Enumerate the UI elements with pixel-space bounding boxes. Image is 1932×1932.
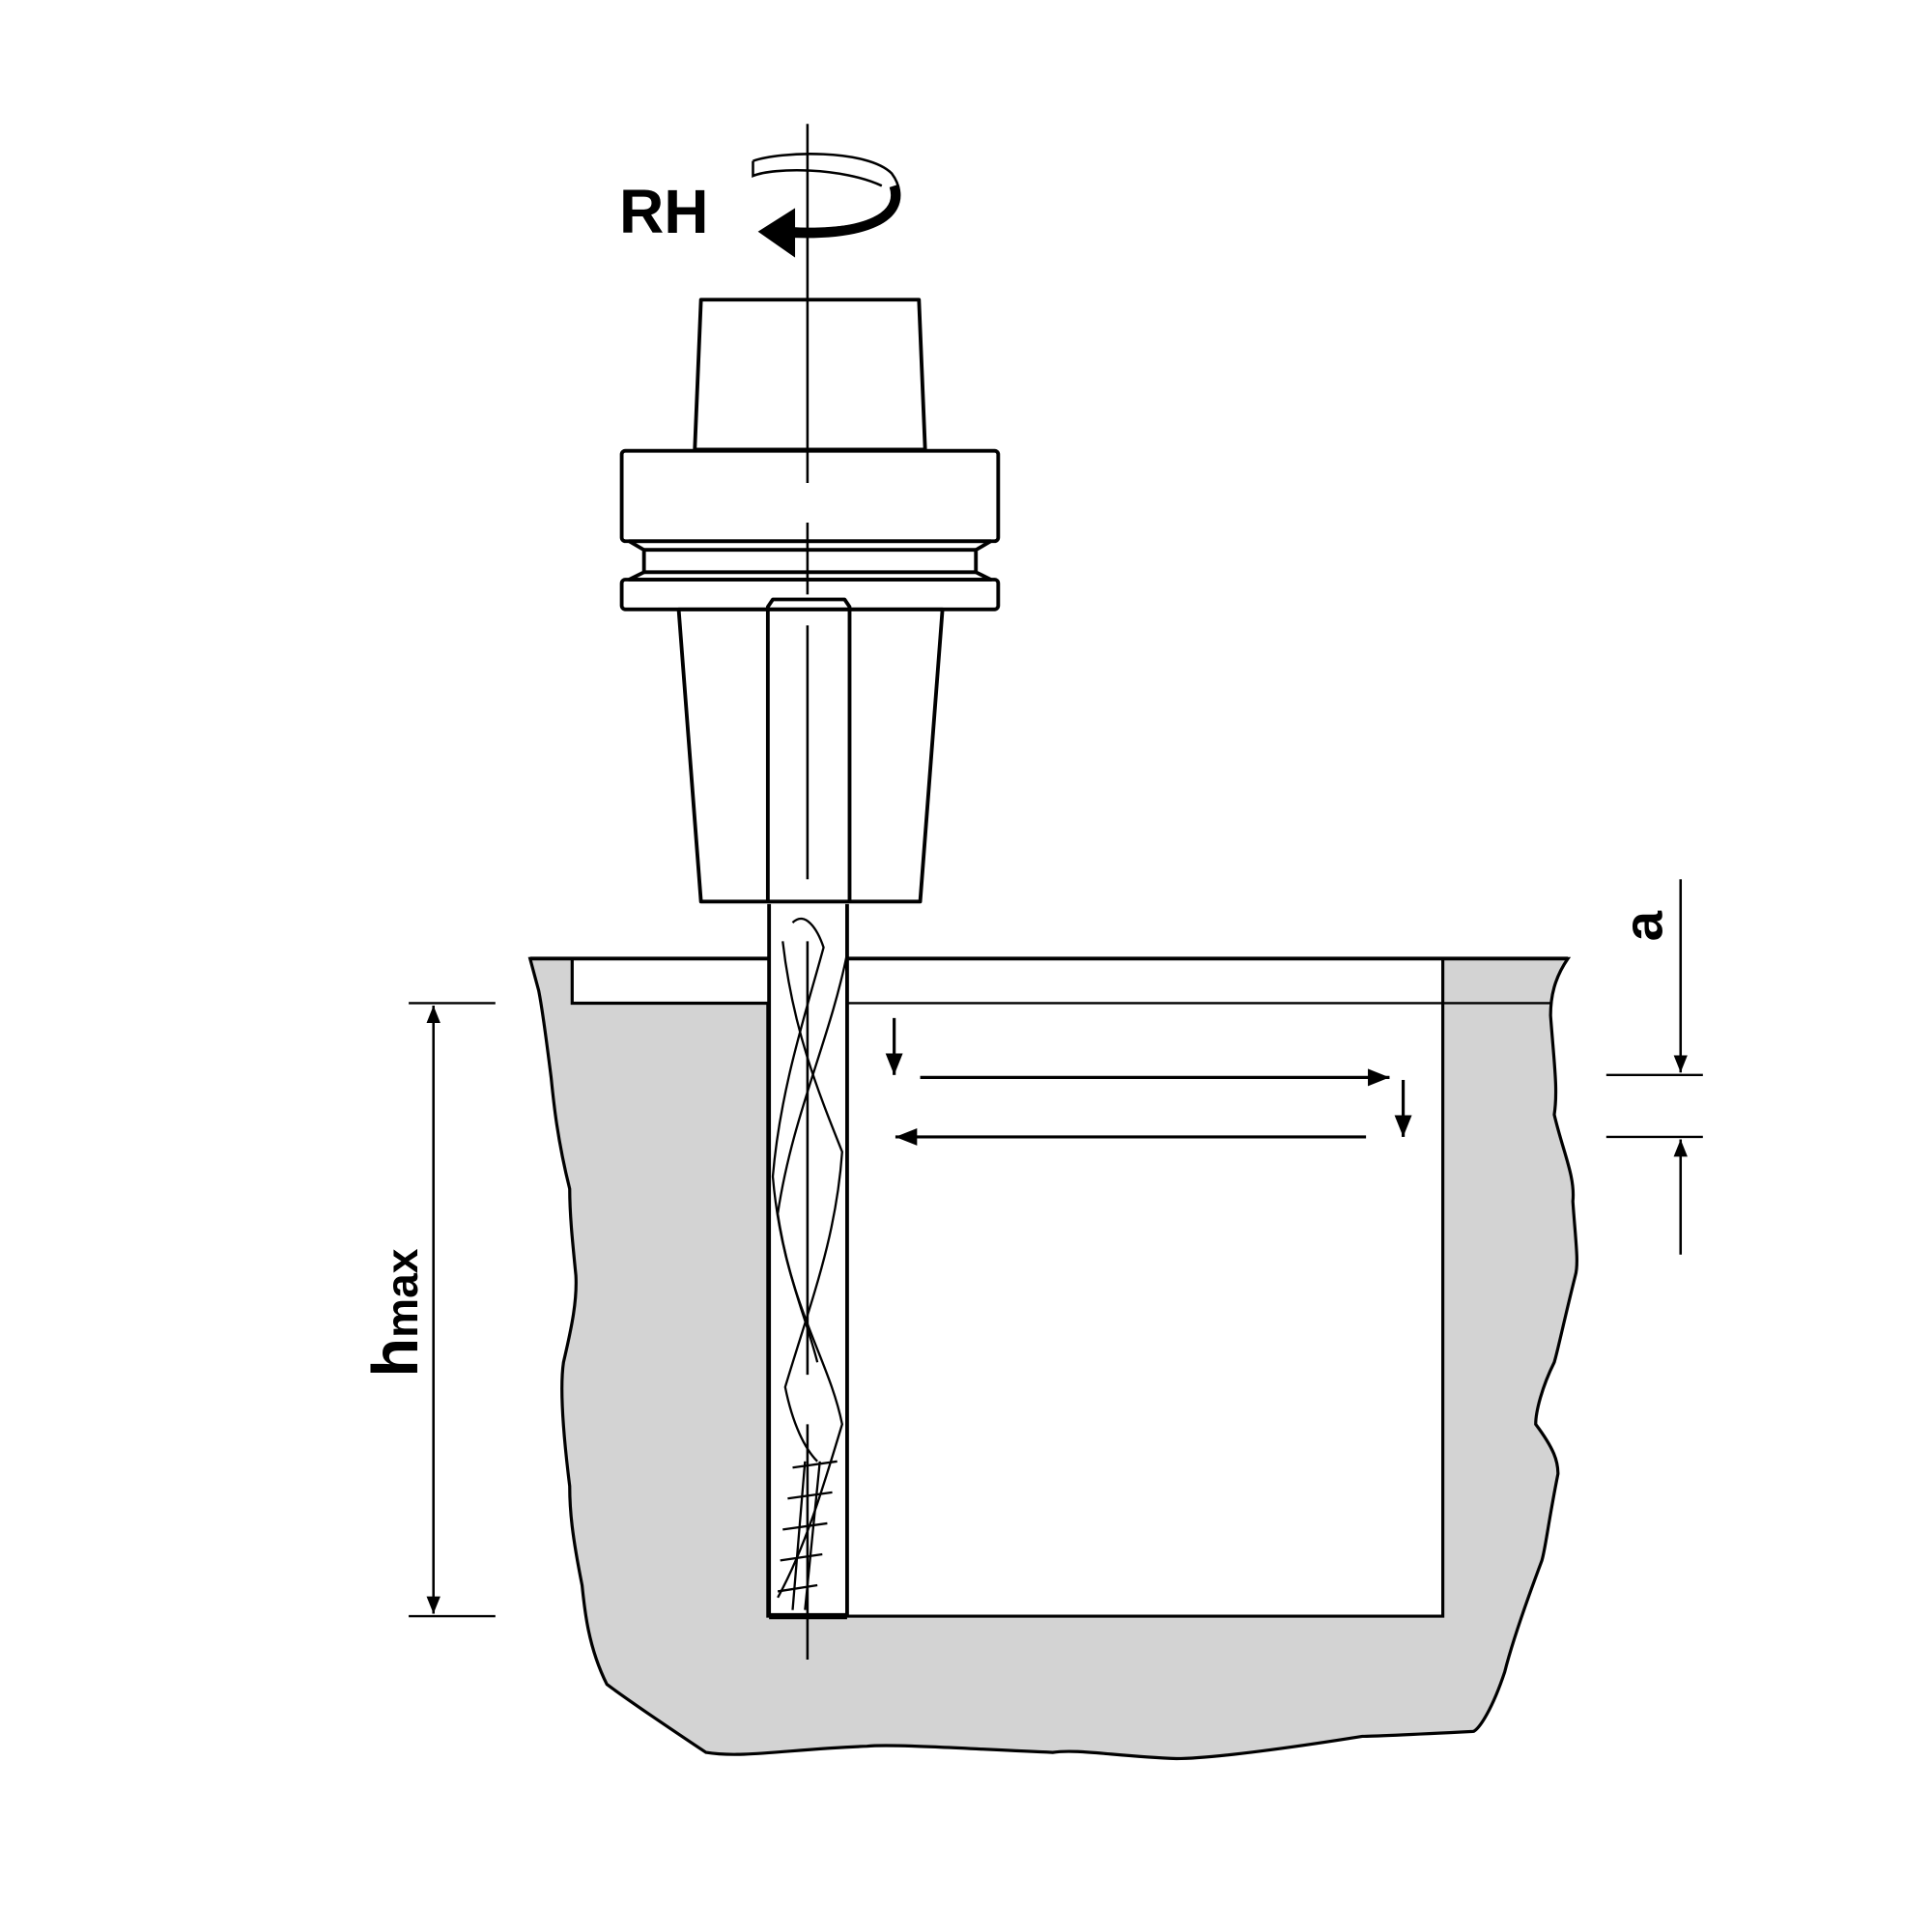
- holder-collar: [619, 578, 1001, 611]
- holder-flange: [619, 448, 1001, 544]
- flute-helix: [776, 952, 849, 1599]
- hmax-subscript: max: [377, 1248, 427, 1338]
- toolpath-arrows: [885, 1017, 1412, 1146]
- rotation-label: RH: [619, 177, 709, 246]
- rotation-arrow-icon: [752, 153, 901, 258]
- hmax-symbol: h: [360, 1338, 432, 1378]
- cutting-edges: [777, 1460, 838, 1610]
- tool-shank: [765, 597, 852, 902]
- tool-holder: [619, 298, 1001, 904]
- a-label: a: [1613, 910, 1674, 941]
- holder-taper-top: [693, 298, 927, 452]
- a-dimension: [1605, 879, 1703, 1255]
- holder-taper-bottom: [676, 607, 945, 904]
- flute-helix: [781, 941, 843, 1463]
- hmax-dimension: [409, 1002, 496, 1618]
- hmax-label: hmax: [360, 1248, 432, 1377]
